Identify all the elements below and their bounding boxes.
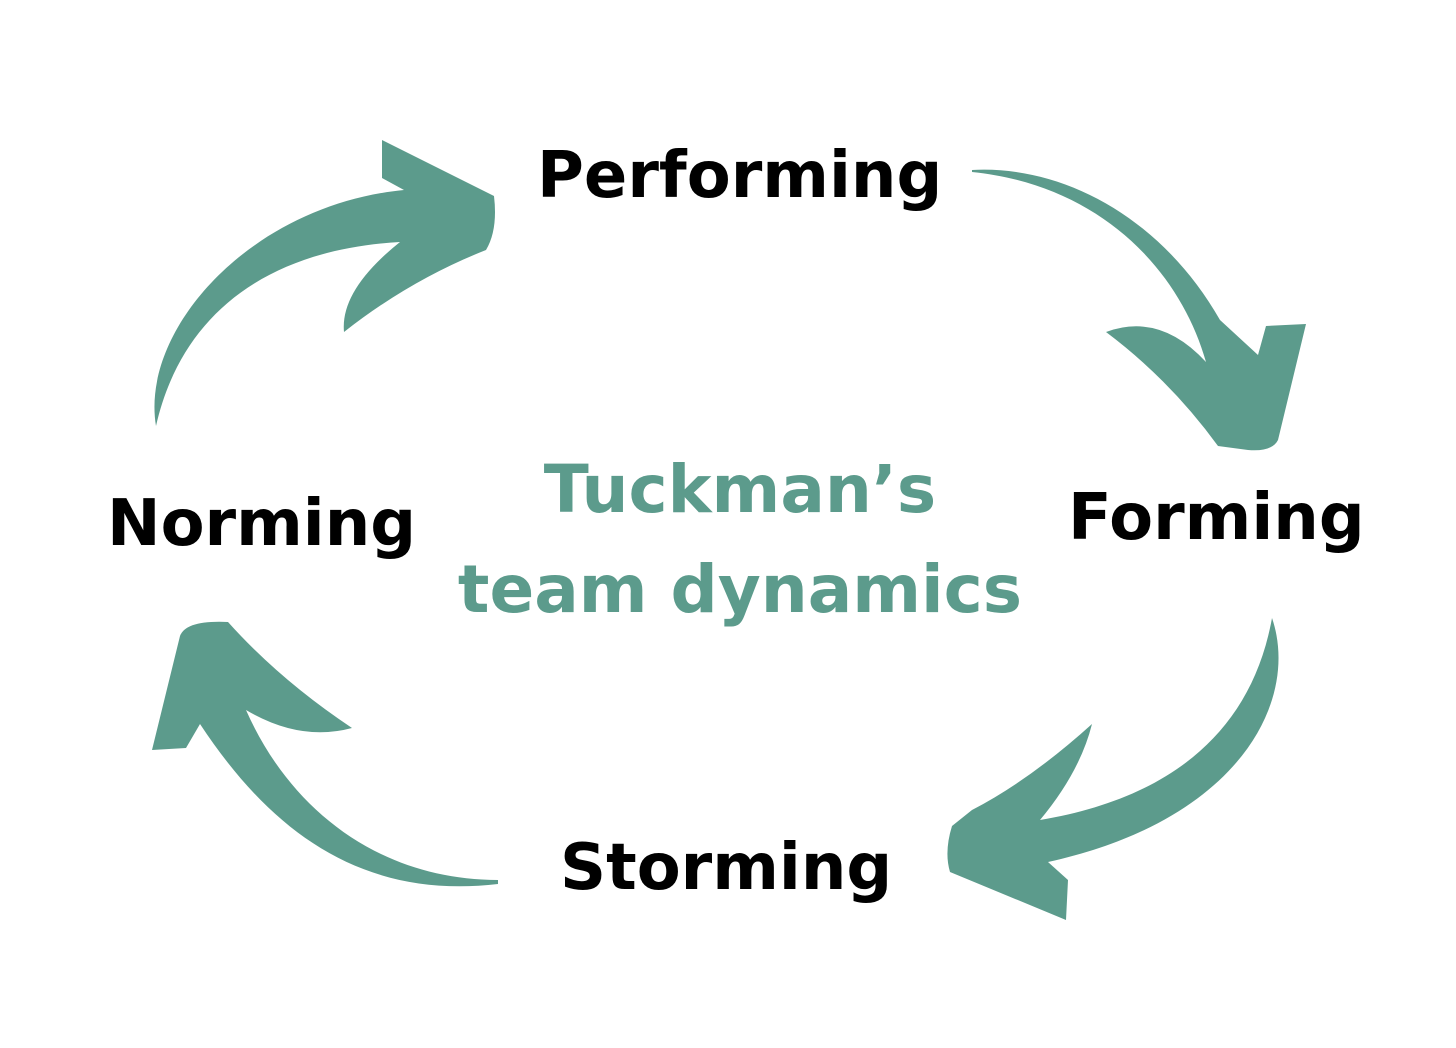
diagram-title-line2: team dynamics <box>457 551 1023 628</box>
stage-performing: Performing <box>537 139 943 213</box>
diagram-title-line1: Tuckman’s <box>543 451 937 528</box>
stage-storming: Storming <box>560 831 893 905</box>
arrow-performing-to-forming <box>972 169 1306 451</box>
stage-norming: Norming <box>107 487 417 561</box>
arrow-storming-to-norming <box>152 621 498 887</box>
arrow-norming-to-performing <box>154 140 495 426</box>
stage-forming: Forming <box>1068 481 1365 555</box>
diagram-title: Tuckman’s team dynamics <box>440 440 1040 640</box>
arrow-forming-to-storming <box>947 618 1279 920</box>
